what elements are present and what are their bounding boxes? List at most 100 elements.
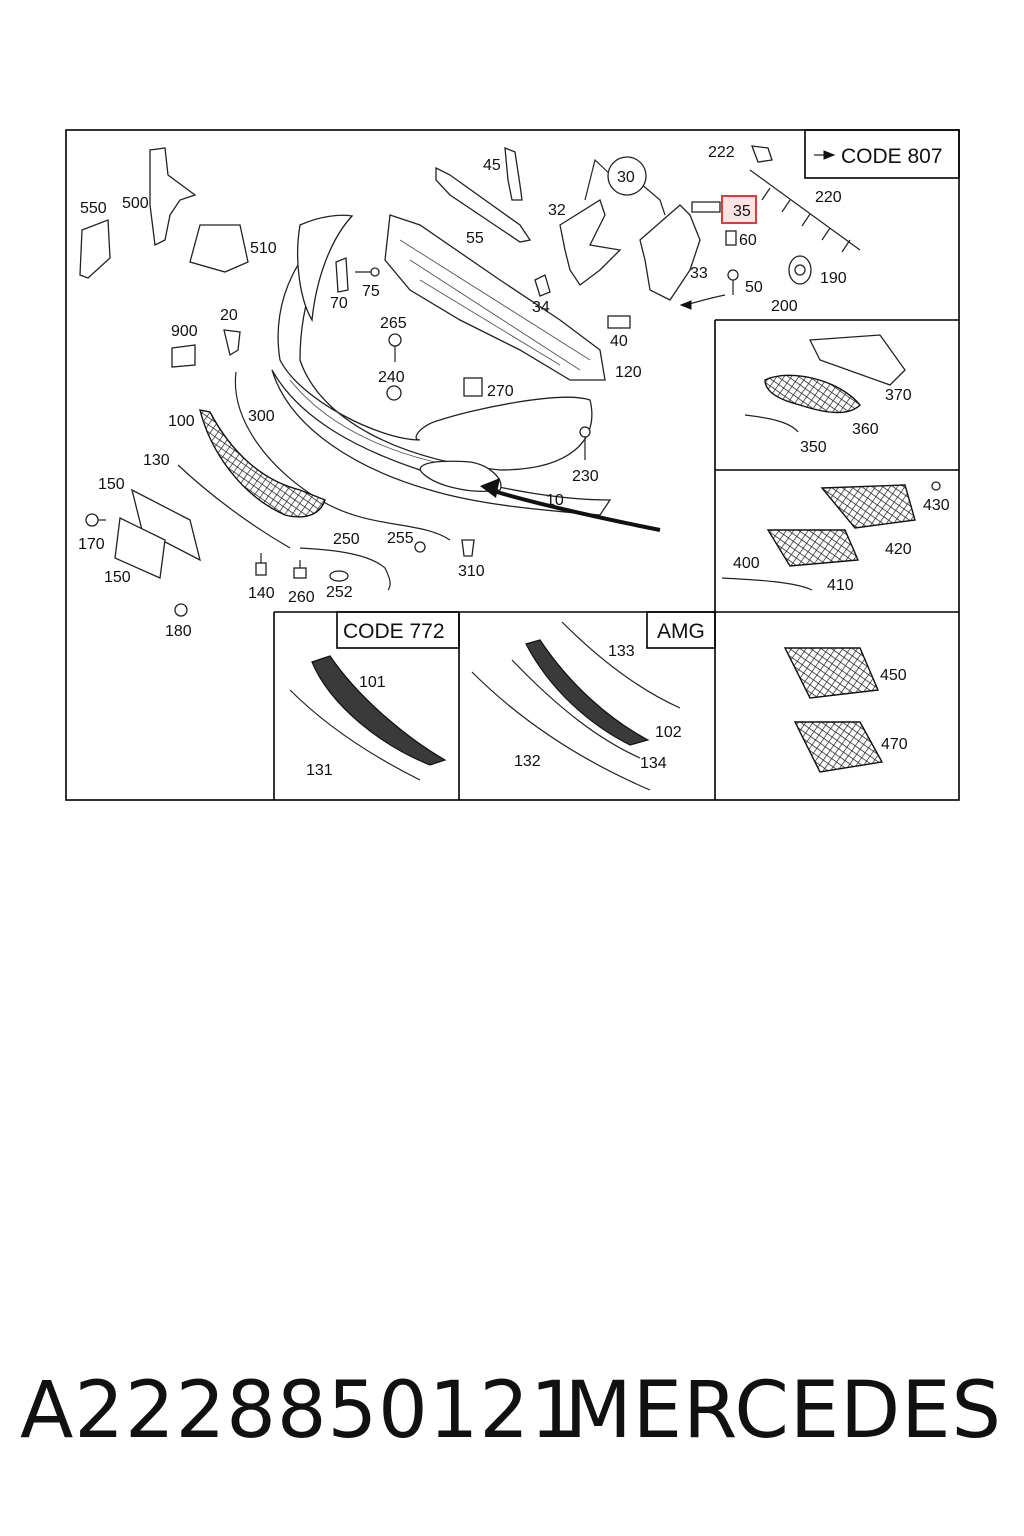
screw-170 — [85, 513, 106, 527]
plate-150a — [131, 488, 201, 562]
parts-diagram: CODE 807 CODE 772 AMG — [65, 129, 960, 801]
label-360: 360 — [852, 421, 879, 438]
label-20: 20 — [220, 307, 238, 324]
bracket-550 — [79, 219, 111, 279]
strip-130 — [177, 464, 291, 549]
strip-250 — [299, 547, 391, 591]
label-130: 130 — [143, 452, 170, 469]
code-772-panel — [289, 655, 447, 781]
label-310: 310 — [458, 563, 485, 580]
label-134: 134 — [640, 755, 667, 772]
label-180: 180 — [165, 623, 192, 640]
harness-220 — [749, 169, 861, 253]
label-140: 140 — [248, 585, 275, 602]
bracket-500 — [149, 147, 197, 246]
cable-300 — [234, 371, 451, 541]
label-255: 255 — [387, 530, 414, 547]
plate-150b — [114, 517, 166, 579]
bracket-32 — [559, 199, 622, 286]
nut-255 — [414, 541, 426, 553]
label-55: 55 — [466, 230, 484, 247]
label-131: 131 — [306, 762, 333, 779]
label-102: 102 — [655, 724, 682, 741]
bumper-cover — [271, 214, 612, 516]
fog-trim-panel — [744, 334, 906, 433]
screw-230 — [579, 426, 591, 460]
screw-140 — [255, 553, 267, 576]
label-510: 510 — [250, 240, 277, 257]
label-550: 550 — [80, 200, 107, 217]
amg-grille-panel — [783, 647, 884, 773]
label-32: 32 — [548, 202, 566, 219]
bracket-510 — [189, 224, 249, 273]
clip-310 — [461, 539, 475, 557]
label-45: 45 — [483, 157, 501, 174]
bracket-33 — [639, 204, 701, 301]
bracket-45 — [504, 147, 523, 201]
label-133: 133 — [608, 643, 635, 660]
label-200: 200 — [771, 298, 798, 315]
label-420: 420 — [885, 541, 912, 558]
label-300: 300 — [248, 408, 275, 425]
nut-240 — [386, 385, 402, 401]
label-900: 900 — [171, 323, 198, 340]
label-33: 33 — [690, 265, 708, 282]
bumper-arrow — [480, 478, 661, 532]
brand-name: MERCEDES — [564, 1366, 1002, 1456]
label-252: 252 — [326, 584, 353, 601]
arrow-33 — [679, 294, 726, 310]
code-807-box: CODE 807 — [814, 145, 943, 168]
label-260: 260 — [288, 589, 315, 606]
label-190: 190 — [820, 270, 847, 287]
label-450: 450 — [880, 667, 907, 684]
label-270: 270 — [487, 383, 514, 400]
label-222: 222 — [708, 144, 735, 161]
strip-55 — [435, 166, 532, 243]
fog-grille-panel — [721, 481, 941, 591]
pin-34 — [534, 274, 551, 297]
label-250: 250 — [333, 531, 360, 548]
screw-260 — [293, 560, 307, 579]
label-220: 220 — [815, 189, 842, 206]
label-75: 75 — [362, 283, 380, 300]
code-772-label: CODE 772 — [343, 620, 445, 643]
label-370: 370 — [885, 387, 912, 404]
label-120: 120 — [615, 364, 642, 381]
label-240: 240 — [378, 369, 405, 386]
clip-70 — [335, 257, 349, 293]
label-40: 40 — [610, 333, 628, 350]
cap-270 — [463, 377, 483, 397]
label-10: 10 — [546, 492, 564, 509]
bumper-carrier — [384, 214, 606, 381]
nut-180 — [174, 603, 188, 617]
label-265: 265 — [380, 315, 407, 332]
label-500: 500 — [122, 195, 149, 212]
washer-252 — [329, 570, 349, 582]
amg-label: AMG — [657, 620, 705, 643]
label-70: 70 — [330, 295, 348, 312]
bracket-30-leaders — [584, 158, 666, 216]
label-400: 400 — [733, 555, 760, 572]
label-150a: 150 — [98, 476, 125, 493]
label-350: 350 — [800, 439, 827, 456]
tag-900 — [171, 344, 196, 368]
part-50 — [727, 269, 739, 295]
label-170: 170 — [78, 536, 105, 553]
label-34: 34 — [532, 299, 550, 316]
label-50: 50 — [745, 279, 763, 296]
caption: A2228850121 MERCEDES — [0, 1372, 1024, 1482]
label-35: 35 — [733, 203, 751, 220]
label-230: 230 — [572, 468, 599, 485]
label-430: 430 — [923, 497, 950, 514]
grille-100 — [199, 409, 326, 518]
clip-20 — [223, 329, 241, 357]
label-410: 410 — [827, 577, 854, 594]
diagram-frame — [65, 129, 960, 801]
part-number: A2228850121 — [20, 1366, 581, 1456]
part-60 — [725, 230, 737, 246]
label-132: 132 — [514, 753, 541, 770]
screw-265 — [388, 333, 402, 362]
clip-40 — [607, 315, 631, 329]
sensor-190 — [788, 255, 812, 285]
part-35 — [691, 201, 721, 213]
